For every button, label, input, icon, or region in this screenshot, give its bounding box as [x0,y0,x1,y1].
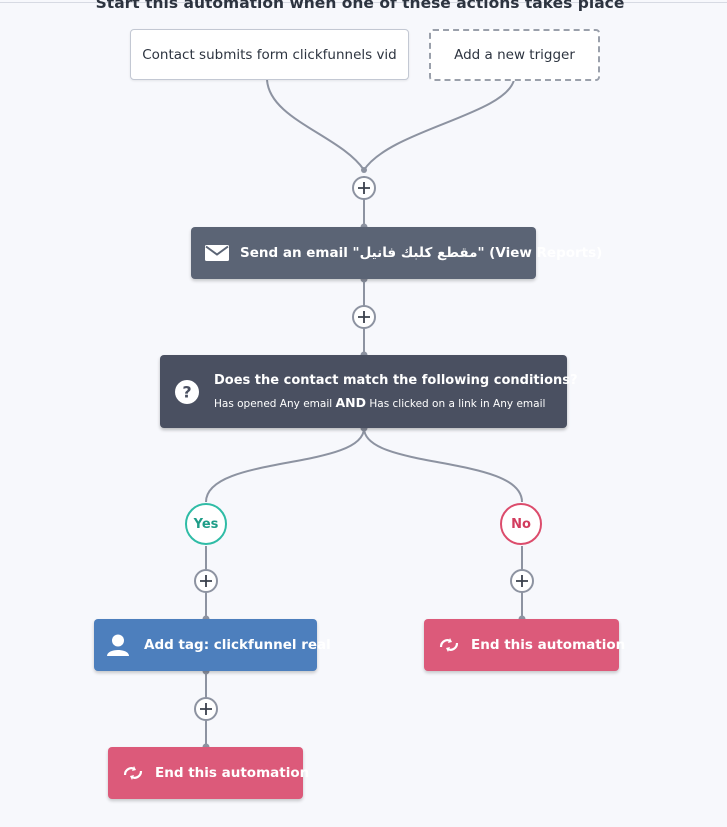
condition-title: Does the contact match the following con… [214,372,578,388]
end-automation-no-branch[interactable]: End this automation [424,619,625,671]
add-trigger-label: Add a new trigger [454,47,575,63]
trigger-label: Contact submits form clickfunnels vid [142,46,397,63]
add-step-button[interactable] [352,305,376,329]
end-automation-yes-branch[interactable]: End this automation [108,747,309,799]
trigger-connector-right [363,79,515,171]
condition-part-2: Has clicked on a link in Any email [369,397,546,410]
yes-text: Yes [193,516,219,532]
question-icon: ? [174,379,200,405]
connector-condition-yes [205,427,365,503]
yes-branch-label: Yes [185,503,227,545]
svg-text:?: ? [182,382,191,401]
connector-condition-no [363,427,523,503]
refresh-icon [122,765,144,781]
add-tag-action[interactable]: Add tag: clickfunnel real [94,619,331,671]
no-text: No [511,516,531,532]
plus-icon [200,703,212,715]
condition-action[interactable]: ? Does the contact match the following c… [160,355,578,428]
condition-part-1: Has opened Any email [214,397,333,410]
send-email-action[interactable]: Send an email "مقطع كلبك فانيل" (View Re… [191,227,602,279]
add-trigger-button[interactable]: Add a new trigger [429,29,600,81]
trigger-form-submit[interactable]: Contact submits form clickfunnels vid [130,29,409,80]
send-email-label: Send an email "مقطع كلبك فانيل" (View Re… [240,245,603,261]
plus-icon [358,182,370,194]
plus-icon [358,311,370,323]
plus-icon [516,575,528,587]
trigger-heading: Start this automation when one of these … [95,0,625,12]
add-step-button[interactable] [352,176,376,200]
end-label: End this automation [471,637,626,653]
refresh-icon [438,637,460,653]
add-step-button-no[interactable] [510,569,534,593]
connector-dot [361,167,367,173]
plus-icon [200,575,212,587]
add-step-button[interactable] [194,697,218,721]
condition-summary: Has opened Any email AND Has clicked on … [214,395,578,412]
condition-text: Does the contact match the following con… [214,372,578,412]
add-tag-label: Add tag: clickfunnel real [144,637,331,653]
condition-operator: AND [335,394,367,410]
envelope-icon [205,245,229,261]
no-branch-label: No [500,503,542,545]
top-divider [0,2,727,3]
trigger-connector-left [266,79,365,171]
add-step-button-yes[interactable] [194,569,218,593]
user-icon [106,634,130,656]
end-label: End this automation [155,765,310,781]
